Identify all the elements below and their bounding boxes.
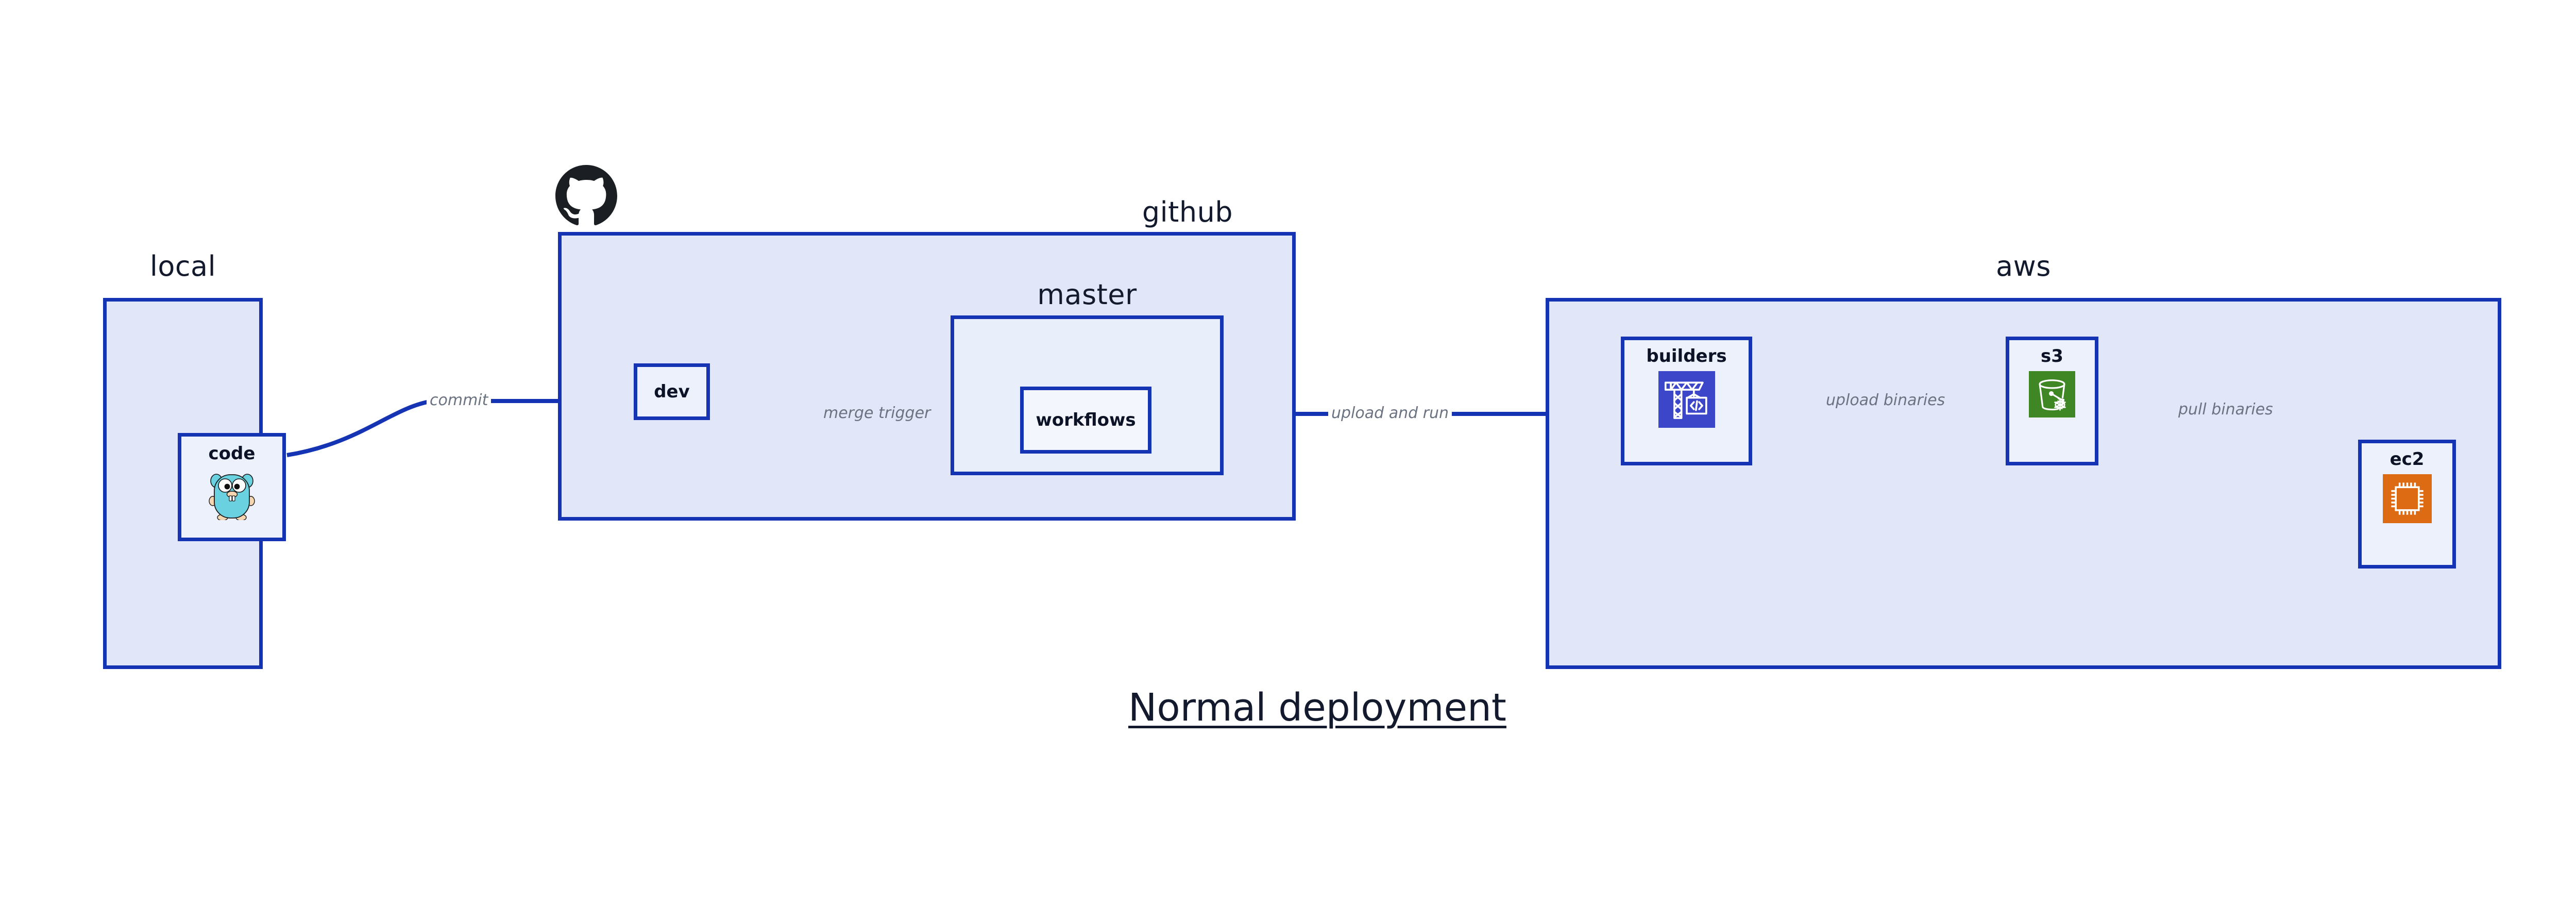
crane-code-icon (1658, 371, 1715, 430)
edge-label-merge-trigger: merge trigger (820, 406, 934, 421)
node-label-ec2: ec2 (2389, 449, 2425, 470)
edge-label-upload-binaries: upload binaries (1823, 393, 1948, 408)
group-label-github: github (1142, 196, 1233, 228)
edge-label-upload-and-run: upload and run (1328, 406, 1452, 421)
edge-label-pull-binaries: pull binaries (2175, 402, 2276, 417)
s3-bucket-icon (2029, 371, 2075, 420)
node-label-s3: s3 (2041, 346, 2063, 366)
cpu-chip-icon (2382, 474, 2432, 525)
node-s3[interactable]: s3 (2006, 337, 2098, 465)
node-code[interactable]: code (178, 433, 286, 541)
node-ec2[interactable]: ec2 (2358, 440, 2456, 569)
group-label-master: master (1037, 278, 1137, 311)
diagram-title: Normal deployment (1128, 686, 1506, 730)
node-label-code: code (208, 443, 256, 464)
node-label-builders: builders (1646, 346, 1727, 366)
go-gopher-icon (208, 467, 256, 522)
group-label-local: local (149, 250, 216, 282)
group-label-aws: aws (1996, 250, 2051, 282)
github-octocat-icon (555, 165, 617, 227)
node-workflows[interactable]: workflows (1020, 387, 1151, 454)
node-label-dev: dev (654, 381, 690, 402)
node-dev[interactable]: dev (634, 363, 710, 420)
node-label-workflows: workflows (1036, 410, 1136, 430)
node-builders[interactable]: builders (1621, 337, 1752, 465)
edge-label-commit: commit (427, 393, 492, 408)
